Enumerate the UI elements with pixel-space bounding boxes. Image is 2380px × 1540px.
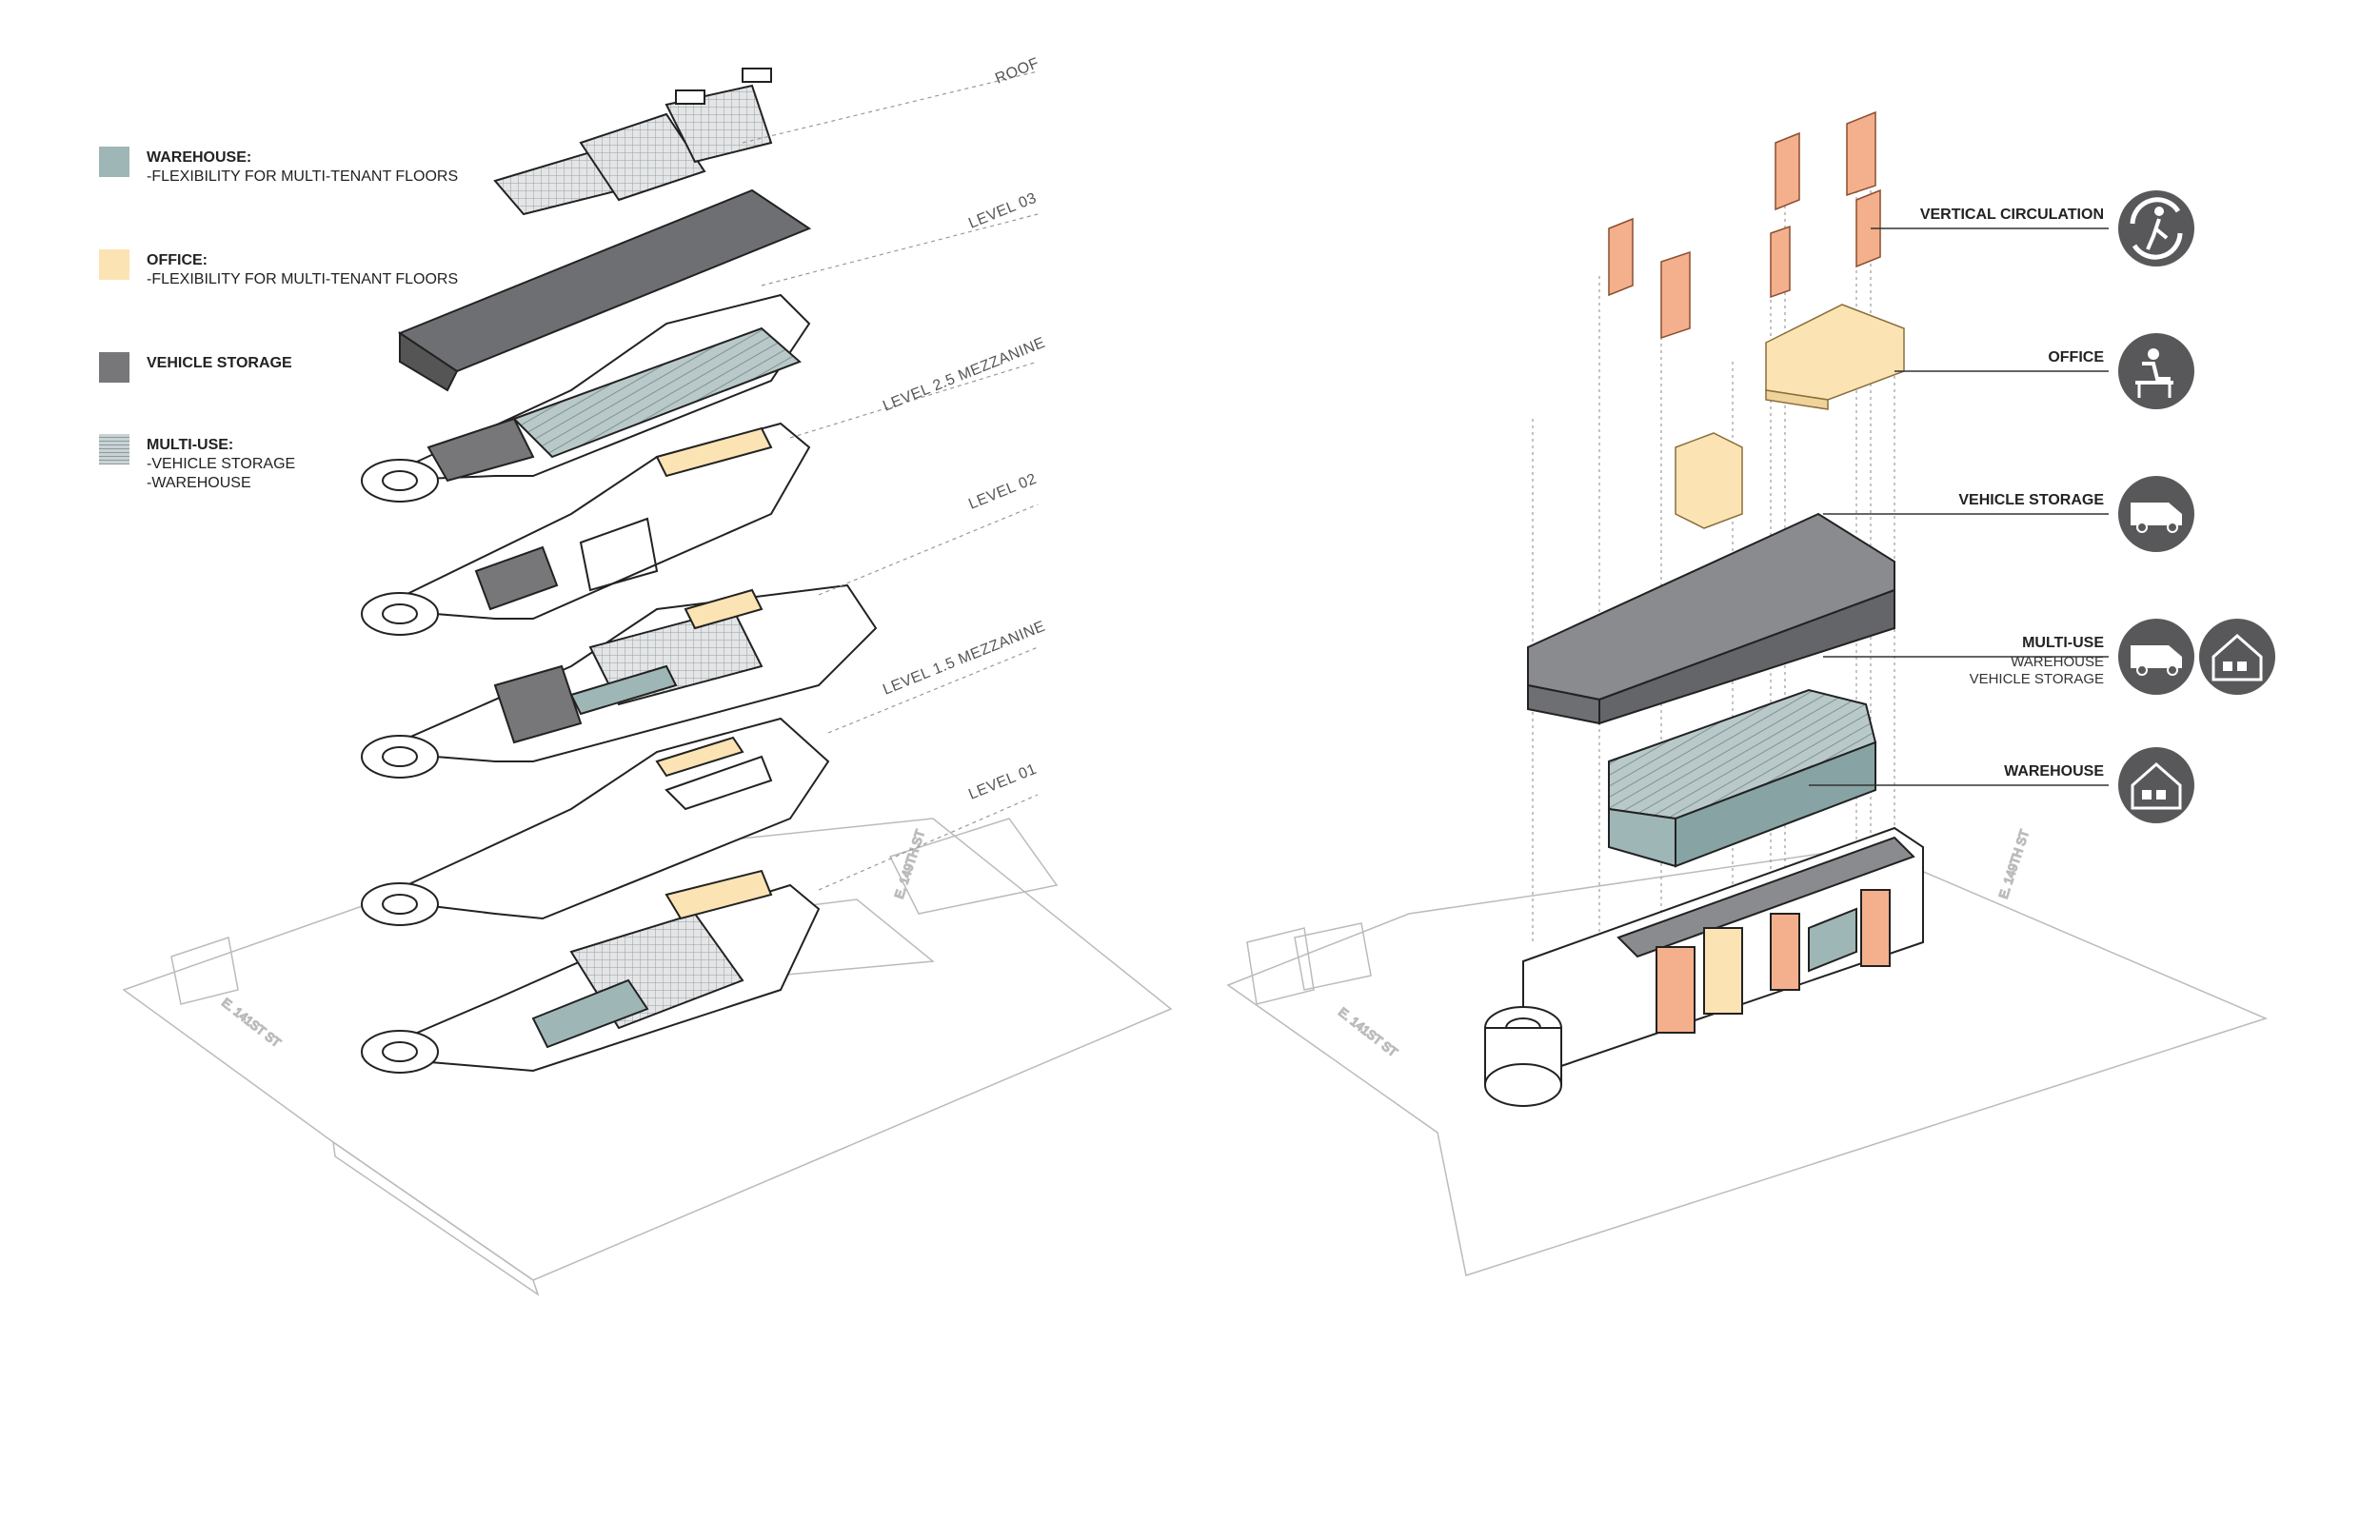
warehouse-block xyxy=(1608,688,1877,868)
level-03-plate xyxy=(361,293,811,503)
warehouse-icon xyxy=(2118,747,2194,823)
warehouse-icon xyxy=(2199,619,2275,695)
level-leaders xyxy=(742,70,1039,891)
street-label: E. 149TH ST xyxy=(1996,828,2033,900)
level-labels: ROOF LEVEL 03 LEVEL 2.5 MEZZANINE LEVEL … xyxy=(881,55,1047,803)
legend-item-office: OFFICE: -FLEXIBILITY FOR MULTI-TENANT FL… xyxy=(99,247,499,329)
warehouse-label: WAREHOUSE xyxy=(2004,763,2104,780)
program-leaders xyxy=(1809,227,2109,786)
street-label: E. 149TH ST xyxy=(892,828,928,900)
warehouse-swatch xyxy=(99,147,129,177)
level-01-plate xyxy=(361,869,821,1074)
desk-worker-icon xyxy=(2118,333,2194,409)
legend-title: VEHICLE STORAGE xyxy=(147,355,292,371)
legend-title: OFFICE: xyxy=(147,252,208,268)
vertical-circulation-label: VERTICAL CIRCULATION xyxy=(1920,207,2104,223)
legend-item-vehicle-storage: VEHICLE STORAGE xyxy=(99,350,499,411)
office-blocks xyxy=(1675,304,1905,529)
roof-plate xyxy=(397,68,812,392)
level-label: ROOF xyxy=(993,55,1041,88)
legend-line: -VEHICLE STORAGE xyxy=(147,456,296,472)
level-15-plate xyxy=(361,717,830,926)
level-label: LEVEL 02 xyxy=(966,471,1039,513)
legend-item-warehouse: WAREHOUSE: -FLEXIBILITY FOR MULTI-TENANT… xyxy=(99,145,499,227)
legend-title: MULTI-USE: xyxy=(147,437,234,453)
van-icon xyxy=(2118,619,2194,695)
level-label: LEVEL 1.5 MEZZANINE xyxy=(881,619,1047,699)
circulation-cores xyxy=(1608,110,1881,340)
multi-use-sub-label: VEHICLE STORAGE xyxy=(1970,671,2104,687)
pedestrian-cycle-icon xyxy=(2118,190,2194,267)
office-label: OFFICE xyxy=(2048,349,2104,365)
multi-use-label: MULTI-USE xyxy=(2022,635,2104,651)
legend-line: -WAREHOUSE xyxy=(147,475,251,491)
legend-line: -FLEXIBILITY FOR MULTI-TENANT FLOORS xyxy=(147,168,459,185)
street-label: E. 141ST ST xyxy=(1336,1005,1400,1060)
level-02-plate xyxy=(361,583,878,779)
level-25-plate xyxy=(361,422,811,636)
level-label: LEVEL 01 xyxy=(966,761,1039,803)
left-floor-stack xyxy=(361,68,878,1074)
program-labels: VERTICAL CIRCULATION OFFICE VEHICLE STOR… xyxy=(1920,207,2105,780)
vehicle-storage-label: VEHICLE STORAGE xyxy=(1958,492,2104,508)
legend-title: WAREHOUSE: xyxy=(147,149,252,166)
legend-line: -FLEXIBILITY FOR MULTI-TENANT FLOORS xyxy=(147,271,459,287)
office-swatch xyxy=(99,249,129,280)
legend-item-multi-use: MULTI-USE: -VEHICLE STORAGE -WAREHOUSE xyxy=(99,432,499,514)
level-label: LEVEL 2.5 MEZZANINE xyxy=(881,335,1047,415)
vehicle-storage-swatch xyxy=(99,352,129,383)
legend: WAREHOUSE: -FLEXIBILITY FOR MULTI-TENANT… xyxy=(99,145,499,535)
multi-use-sub-label: WAREHOUSE xyxy=(2011,654,2104,670)
multi-use-swatch xyxy=(99,434,129,464)
base-building xyxy=(1484,826,1924,1107)
street-label: E. 141ST ST xyxy=(219,996,284,1051)
van-icon xyxy=(2118,476,2194,552)
vehicle-storage-block xyxy=(1527,512,1895,725)
left-site: E. 141ST ST E. 149TH ST xyxy=(122,818,1173,1296)
level-label: LEVEL 03 xyxy=(966,190,1039,232)
